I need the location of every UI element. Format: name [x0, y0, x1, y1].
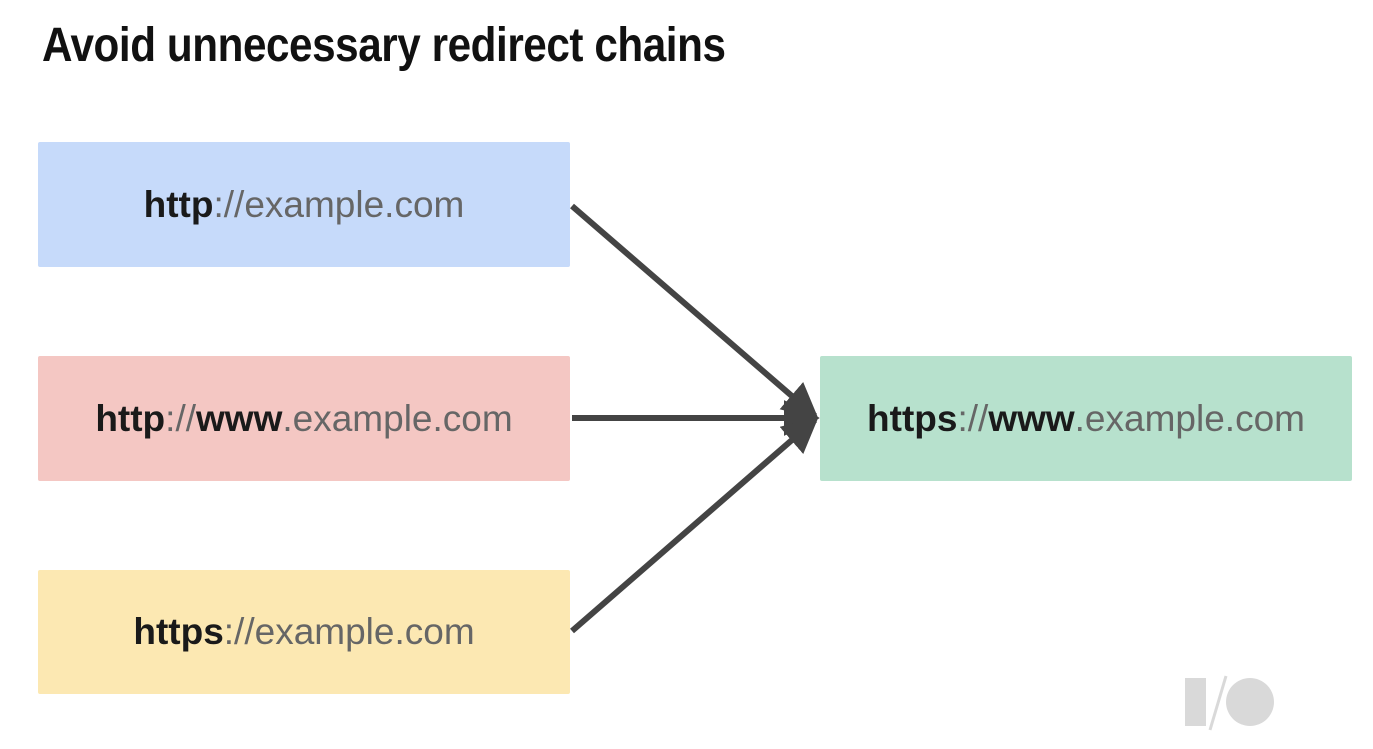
- redirect-arrow-http-to-https-www: [570, 203, 819, 420]
- target-url-box-https-www: https://www.example.com: [820, 356, 1352, 481]
- url-part-bold: https: [867, 397, 958, 439]
- url-part-bold: http: [95, 397, 166, 439]
- url-part: ://example.com: [223, 611, 475, 652]
- redirect-arrow-https-to-https-www: [570, 416, 819, 634]
- url-part-bold: www: [196, 397, 283, 439]
- url-part-bold: www: [988, 397, 1075, 439]
- url-part: ://example.com: [213, 183, 465, 225]
- url-part: .example.com: [1074, 397, 1305, 439]
- url-part: ://: [957, 397, 989, 439]
- url-part-bold: https: [133, 611, 224, 652]
- google-io-logo-icon: [1185, 675, 1274, 731]
- source-url-box-http: http://example.com: [38, 142, 570, 267]
- url-part-bold: http: [143, 183, 214, 225]
- source-url-box-http-www: http://www.example.com: [38, 356, 570, 481]
- source-url-box-https: https://example.com: [38, 570, 570, 694]
- url-part: ://: [165, 397, 197, 439]
- slide-title: Avoid unnecessary redirect chains: [42, 19, 726, 72]
- url-part: .example.com: [282, 397, 513, 439]
